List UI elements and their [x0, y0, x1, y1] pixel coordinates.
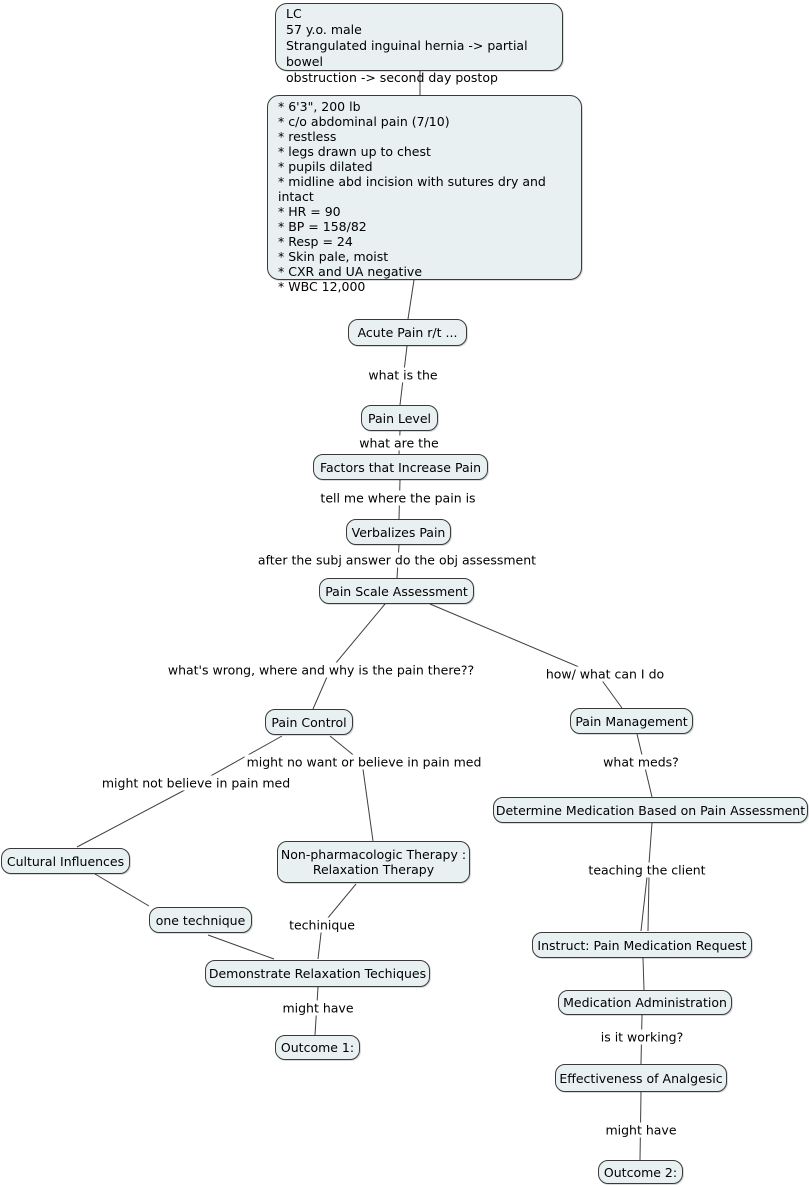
node-patient-summary[interactable]: LC 57 y.o. male Strangulated inguinal he… [275, 3, 563, 85]
node-effectiveness-of-analgesic[interactable]: Effectiveness of Analgesic [555, 1064, 727, 1092]
node-pain-scale-assessment[interactable]: Pain Scale Assessment [319, 578, 474, 604]
node-factors-that-increase-pain[interactable]: Factors that Increase Pain [313, 454, 488, 480]
edge-label-how-what-can-i-do[interactable]: how/ what can I do [543, 666, 667, 682]
node-pain-level[interactable]: Pain Level [361, 405, 438, 431]
edge-label-might-no-want[interactable]: might no want or believe in pain med [244, 754, 484, 770]
node-non-pharmacologic-therapy[interactable]: Non-pharmacologic Therapy : Relaxation T… [277, 841, 470, 883]
node-determine-medication[interactable]: Determine Medication Based on Pain Asses… [493, 797, 808, 823]
edge-label-might-have-right[interactable]: might have [603, 1122, 679, 1138]
node-verbalizes-pain[interactable]: Verbalizes Pain [346, 519, 451, 545]
edge-label-tell-me-where[interactable]: tell me where the pain is [318, 490, 478, 506]
edge-label-might-not-believe[interactable]: might not believe in pain med [99, 775, 293, 791]
edge-label-what-meds[interactable]: what meds? [601, 754, 681, 770]
node-demonstrate-relaxation-techiques[interactable]: Demonstrate Relaxation Techiques [205, 960, 430, 987]
edge-label-what-are-the[interactable]: what are the [357, 435, 441, 451]
node-pain-control[interactable]: Pain Control [265, 709, 353, 735]
node-pain-management[interactable]: Pain Management [570, 708, 693, 734]
node-cultural-influences[interactable]: Cultural Influences [1, 848, 130, 874]
node-outcome-2[interactable]: Outcome 2: [598, 1160, 683, 1184]
edge-label-is-it-working[interactable]: is it working? [598, 1029, 686, 1045]
node-instruct-pain-medication-request[interactable]: Instruct: Pain Medication Request [532, 932, 752, 958]
edge-label-techinique[interactable]: techinique [287, 917, 357, 933]
node-outcome-1[interactable]: Outcome 1: [275, 1035, 360, 1060]
node-assessment-data[interactable]: * 6'3", 200 lb * c/o abdominal pain (7/1… [267, 95, 582, 294]
edge-label-might-have-left[interactable]: might have [280, 1000, 356, 1016]
node-medication-administration[interactable]: Medication Administration [558, 990, 732, 1015]
edge-label-after-subj-answer[interactable]: after the subj answer do the obj assessm… [255, 552, 539, 568]
edge-label-whats-wrong[interactable]: what's wrong, where and why is the pain … [165, 662, 477, 678]
edge-label-teaching-the-client[interactable]: teaching the client [586, 862, 708, 878]
node-one-technique[interactable]: one technique [149, 907, 252, 933]
node-acute-pain[interactable]: Acute Pain r/t ... [348, 319, 467, 346]
edge-label-what-is-the[interactable]: what is the [366, 367, 440, 383]
